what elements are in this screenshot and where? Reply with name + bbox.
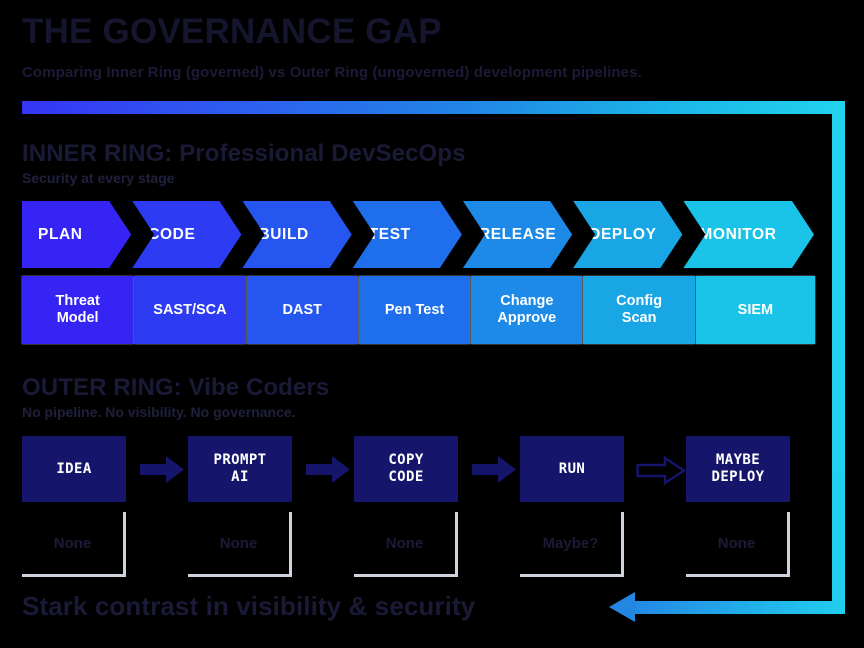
flow-arrow-right-icon — [472, 456, 516, 483]
vibe-gate-cell: None — [354, 512, 458, 577]
security-control-label: Pen Test — [384, 301, 445, 318]
vibe-gate-cell: None — [686, 512, 790, 577]
pipeline-stage-build[interactable]: BUILD — [242, 201, 351, 268]
pipeline-stage-label: DEPLOY — [589, 225, 657, 243]
pipeline-stage-code[interactable]: CODE — [132, 201, 241, 268]
gradient-top-bar — [22, 101, 845, 114]
gradient-bottom-connector — [632, 601, 845, 614]
inner-ring-stage-row: PLAN CODE BUILD TEST RELEASE DEPLOY MONITOR — [22, 201, 815, 268]
security-control-tile[interactable]: Pen Test — [358, 276, 471, 344]
pipeline-stage-monitor[interactable]: MONITOR — [683, 201, 814, 268]
vibe-step-label: IDEA — [56, 460, 92, 477]
pipeline-stage-label: CODE — [148, 225, 196, 243]
flow-arrow-right-icon — [140, 456, 184, 483]
vibe-step-run[interactable]: RUN — [520, 436, 624, 502]
flow-arrow-right-icon — [306, 456, 350, 483]
security-control-tile[interactable]: SAST/SCA — [134, 276, 246, 344]
vibe-gate-cell: Maybe? — [520, 512, 624, 577]
vibe-gate-cell: None — [188, 512, 292, 577]
pipeline-stage-test[interactable]: TEST — [353, 201, 462, 268]
security-control-label: SAST/SCA — [153, 301, 227, 318]
vibe-gate-label: None — [717, 534, 756, 552]
pipeline-stage-label: BUILD — [258, 225, 309, 243]
arrow-left-icon — [609, 592, 635, 622]
security-control-label: SIEM — [737, 301, 774, 318]
pipeline-stage-label: TEST — [368, 225, 411, 243]
footer-conclusion: Stark contrast in visibility & security — [22, 591, 476, 621]
vibe-gate-label: None — [53, 534, 92, 552]
security-control-label: DAST — [282, 301, 322, 318]
outer-ring-subtitle: No pipeline. No visibility. No governanc… — [22, 404, 296, 420]
page-title: THE GOVERNANCE GAP — [22, 12, 442, 51]
vibe-gate-label: None — [219, 534, 258, 552]
pipeline-stage-plan[interactable]: PLAN — [22, 201, 131, 268]
pipeline-stage-release[interactable]: RELEASE — [463, 201, 572, 268]
page-subtitle: Comparing Inner Ring (governed) vs Outer… — [22, 64, 642, 81]
pipeline-stage-label: MONITOR — [699, 225, 777, 243]
flow-arrow-right-outline-icon — [636, 456, 686, 485]
security-control-tile[interactable]: SIEM — [695, 276, 816, 344]
inner-ring-title: INNER RING: Professional DevSecOps — [22, 140, 466, 167]
vibe-step-label: RUN — [558, 460, 586, 477]
security-control-tile[interactable]: DAST — [246, 276, 358, 344]
pipeline-stage-deploy[interactable]: DEPLOY — [573, 201, 682, 268]
pipeline-stage-label: PLAN — [38, 225, 83, 243]
vibe-gate-label: None — [385, 534, 424, 552]
pipeline-stage-label: RELEASE — [478, 225, 557, 243]
outer-ring-title: OUTER RING: Vibe Coders — [22, 374, 330, 401]
vibe-gate-label: Maybe? — [542, 534, 599, 552]
vibe-gate-cell: None — [22, 512, 126, 577]
outer-ring-gate-row: None None None Maybe? None — [22, 512, 790, 577]
inner-ring-subtitle: Security at every stage — [22, 170, 175, 186]
gradient-right-connector — [832, 101, 845, 614]
vibe-step-idea[interactable]: IDEA — [22, 436, 126, 502]
